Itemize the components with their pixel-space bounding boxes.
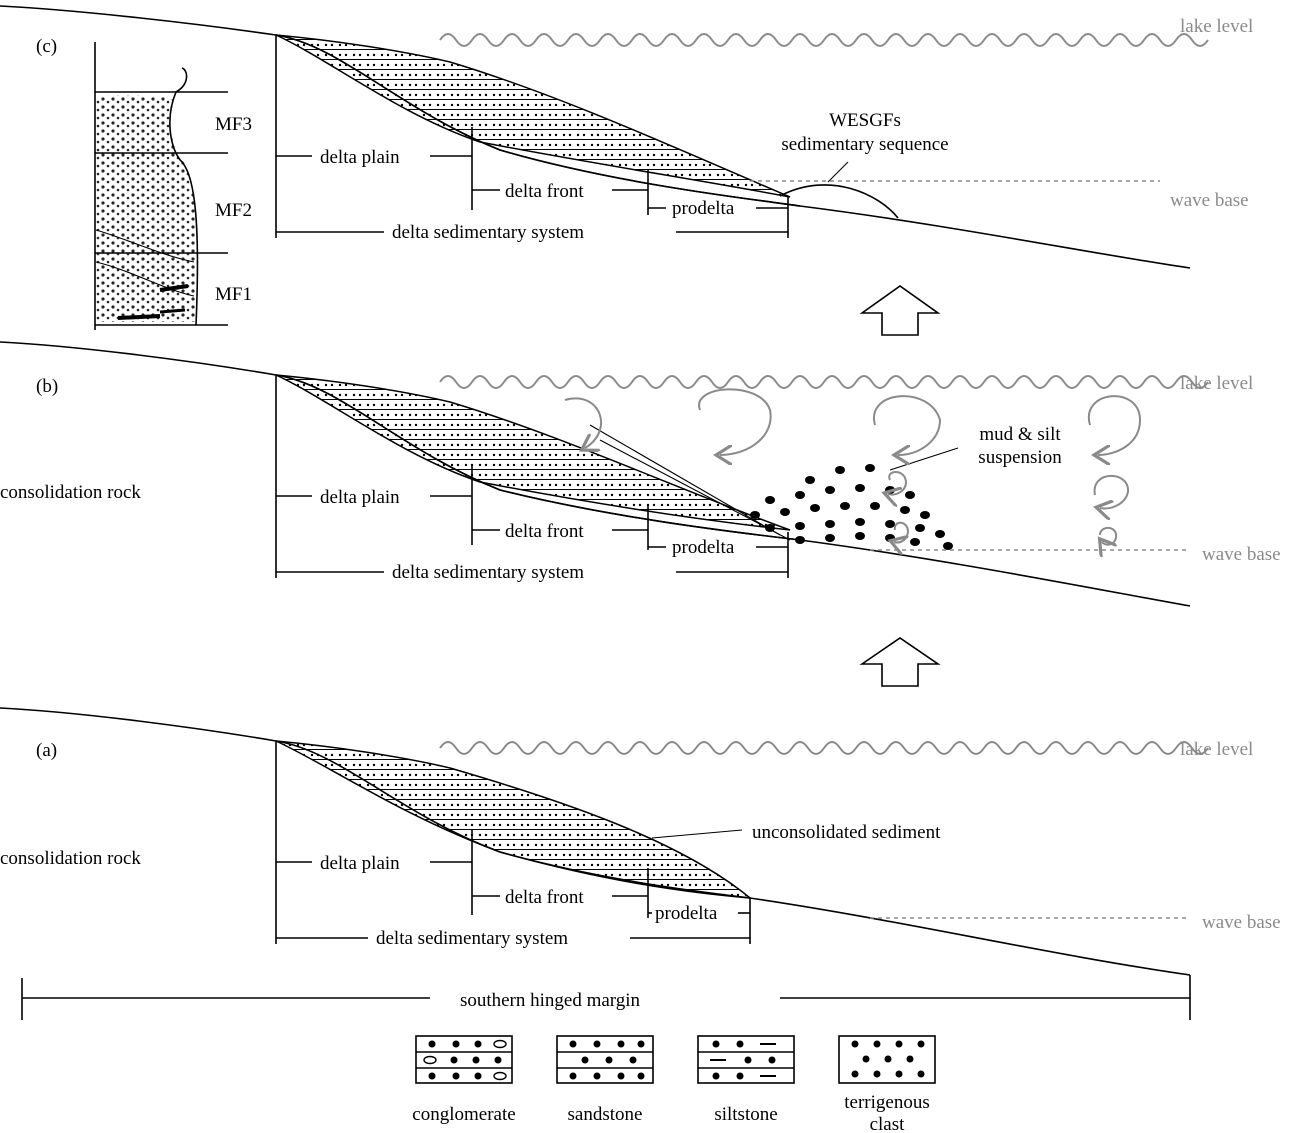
legend-terrigenous-clast: terrigenous clast — [838, 1035, 936, 1133]
legend-siltstone: siltstone — [697, 1035, 795, 1125]
legend-sandstone: sandstone — [556, 1035, 654, 1125]
panel-b-delta-plain: delta plain — [320, 487, 400, 508]
panel-c-wave-base-label: wave base — [1170, 190, 1249, 211]
panel-a-delta-wedge — [275, 740, 753, 899]
panel-b-lake-level — [439, 375, 1209, 389]
panel-b: (b) consolidation rock — [0, 341, 1281, 687]
panel-b-system: delta sedimentary system — [392, 562, 584, 583]
panel-c-system: delta sedimentary system — [392, 222, 584, 243]
panel-a-prodelta: prodelta — [655, 903, 718, 924]
panel-c-log-column: MF3 MF2 MF1 — [94, 42, 252, 330]
panel-c-mf1: MF1 — [215, 284, 252, 305]
panel-a-unconsolidated: unconsolidated sediment — [752, 822, 941, 843]
panel-a-wave-base-label: wave base — [1202, 912, 1281, 933]
panel-c-delta-front: delta front — [505, 181, 584, 202]
panel-a: (a) consolidation rock unconsolidated se… — [0, 707, 1281, 976]
panel-a-lake-level-label: lake level — [1180, 739, 1253, 760]
panel-c-tag: (c) — [36, 36, 57, 57]
panel-c-prodelta: prodelta — [672, 198, 735, 219]
panel-b-suspension-subtitle: suspension — [978, 447, 1062, 468]
panel-a-consolidation: consolidation rock — [0, 848, 141, 869]
panel-b-delta-front: delta front — [505, 521, 584, 542]
panel-a-system: delta sedimentary system — [376, 928, 568, 949]
margin-label: southern hinged margin — [460, 990, 641, 1011]
panel-a-tag: (a) — [36, 740, 57, 761]
panel-a-delta-plain: delta plain — [320, 853, 400, 874]
panel-a-delta-front: delta front — [505, 887, 584, 908]
arrow-a-to-b — [859, 637, 941, 687]
panel-c-wesgf-lens — [779, 184, 899, 219]
panel-b-delta-wedge — [275, 374, 791, 531]
panel-b-suspension-blob — [750, 464, 953, 550]
panel-c-delta-wedge — [275, 34, 791, 198]
legend-conglomerate: conglomerate — [412, 1035, 516, 1125]
panel-c-wesgfs-title: WESGFs — [829, 110, 901, 131]
legend: conglomerate sandstone siltstone — [412, 1035, 936, 1133]
arrow-b-to-c — [859, 285, 941, 336]
panel-b-prodelta: prodelta — [672, 537, 735, 558]
panel-b-tag: (b) — [36, 376, 58, 397]
legend-terrigenous-label: terrigenous — [844, 1092, 929, 1113]
legend-sandstone-label: sandstone — [568, 1104, 643, 1125]
legend-clast-label: clast — [870, 1114, 906, 1133]
panel-c-lake-level — [439, 33, 1209, 47]
panel-c: (c) lake level wave base delta plain del… — [0, 5, 1253, 336]
legend-conglomerate-label: conglomerate — [412, 1104, 515, 1125]
panel-b-consolidation: consolidation rock — [0, 482, 141, 503]
panel-c-delta-plain: delta plain — [320, 147, 400, 168]
panel-b-suspension-title: mud & silt — [979, 424, 1061, 445]
panel-c-wesgfs-subtitle: sedimentary sequence — [781, 134, 948, 155]
panel-b-wave-base-label: wave base — [1202, 544, 1281, 565]
panel-c-mf3: MF3 — [215, 114, 252, 135]
panel-c-lake-level-label: lake level — [1180, 16, 1253, 37]
panel-b-lake-level-label: lake level — [1180, 373, 1253, 394]
southern-hinged-margin-bar: southern hinged margin — [21, 975, 1191, 1020]
panel-a-lake-level — [439, 741, 1209, 755]
legend-siltstone-label: siltstone — [714, 1104, 777, 1125]
panel-c-mf2: MF2 — [215, 200, 252, 221]
